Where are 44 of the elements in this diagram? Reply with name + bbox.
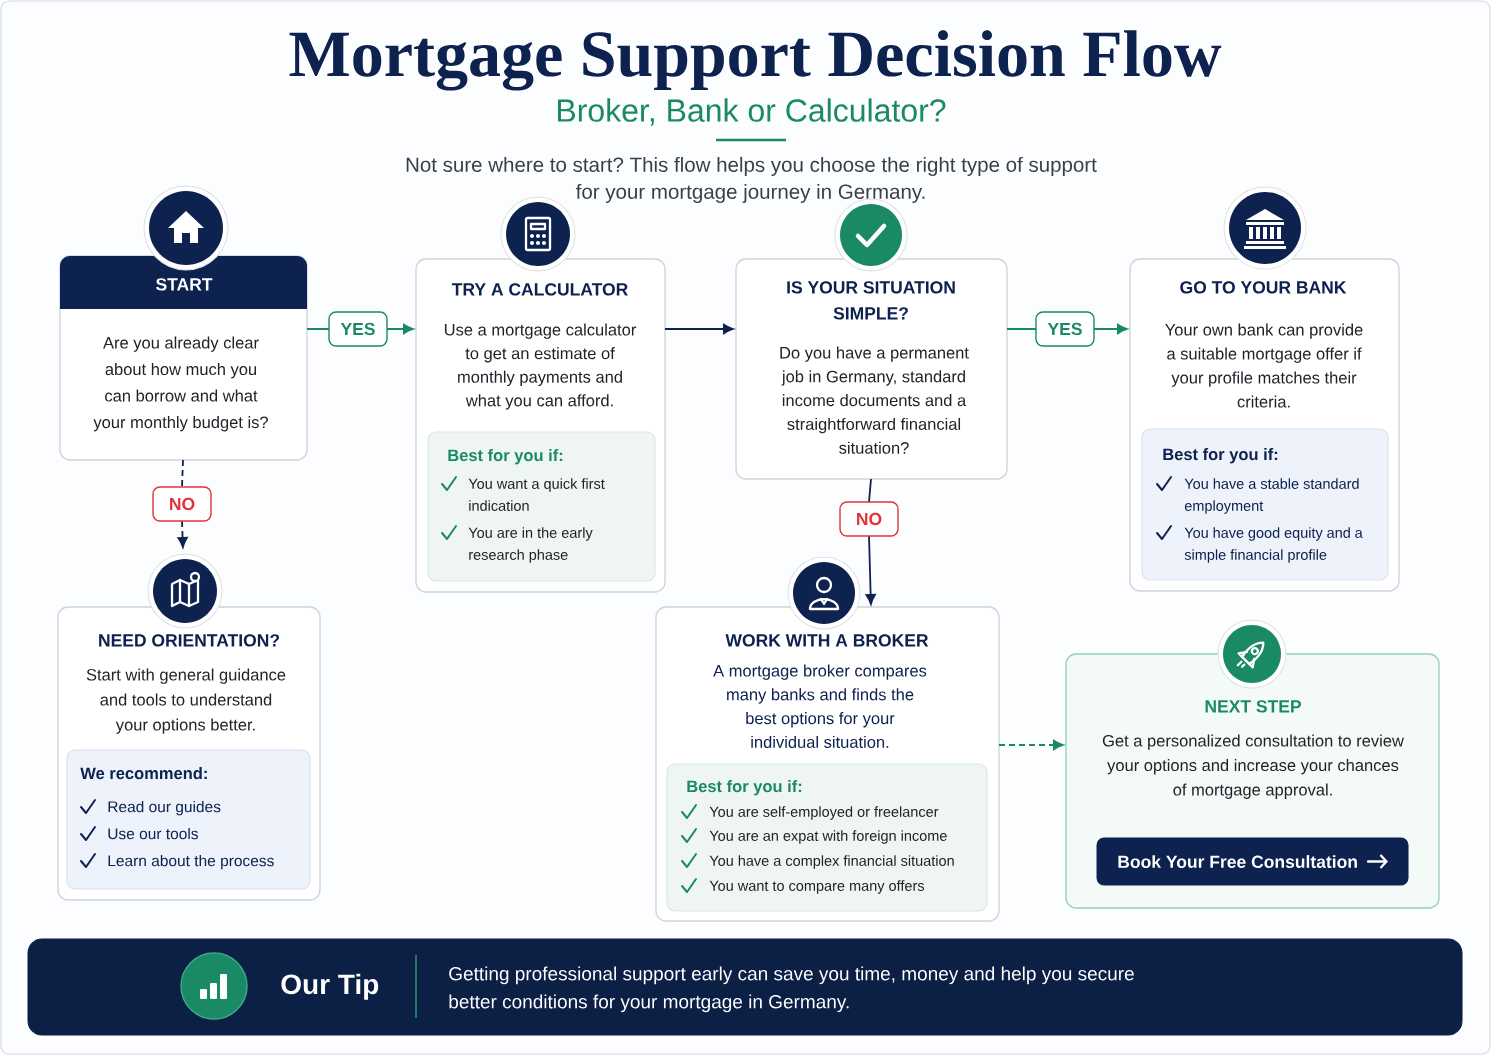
edge-label: YES bbox=[328, 311, 388, 347]
arrow bbox=[306, 323, 414, 335]
tip-heading: Our Tip bbox=[281, 973, 379, 1000]
intro-text: Not sure where to start? This flow helps you choose the right type of support for your mortgage journey in Germany. bbox=[406, 156, 1097, 204]
step-text: Do you have a permanent job in Germany, standard income documents and a straightforward financial situation? bbox=[780, 346, 969, 454]
list-item: Use our tools bbox=[108, 827, 198, 840]
tip-text: Getting professional support early can save you time, money and help you secure better conditions for your mortgage in Germany. bbox=[449, 966, 1134, 1013]
list-item: You want to compare many offers bbox=[709, 880, 925, 894]
list-item: You are an expat with foreign income bbox=[709, 830, 947, 844]
edge-label: NO bbox=[152, 486, 212, 522]
arrow bbox=[865, 478, 876, 605]
button: Book Your Free Consultation bbox=[1096, 837, 1409, 886]
step-text: Get a personalized consultation to review your options and increase your chances of mortgage approval. bbox=[1102, 734, 1404, 799]
step-title: IS YOUR SITUATION SIMPLE? bbox=[787, 281, 955, 320]
arrow bbox=[998, 739, 1064, 751]
step-title: NEED ORIENTATION? bbox=[99, 634, 280, 647]
list-heading: Best for you if: bbox=[1163, 448, 1278, 464]
title: Mortgage Support Decision Flow bbox=[289, 30, 1222, 91]
list-heading: We recommend: bbox=[80, 767, 207, 780]
edge-label: YES bbox=[1035, 311, 1095, 347]
step-text: Use a mortgage calculator to get an estimate of monthly payments and what you can afford. bbox=[444, 323, 637, 410]
step-title: WORK WITH A BROKER bbox=[725, 634, 929, 647]
subtitle: Broker, Bank or Calculator? bbox=[558, 98, 946, 126]
list-item: You have good equity and a simple financial profile bbox=[1184, 527, 1363, 563]
list-item: You have a stable standard employment bbox=[1184, 478, 1359, 514]
step-text: A mortgage broker compares many banks and finds the best options for your individual situation. bbox=[713, 664, 927, 748]
arrow bbox=[1006, 323, 1128, 335]
step-text: Your own bank can provide a suitable mortgage offer if your profile matches their criteria. bbox=[1165, 323, 1363, 408]
list-item: You have a complex financial situation bbox=[709, 855, 954, 869]
step-title: NEXT STEP bbox=[1205, 700, 1301, 713]
list-heading: Best for you if: bbox=[448, 449, 563, 465]
step-text: Are you already clear about how much you can borrow and what your monthly budget is? bbox=[93, 336, 268, 432]
list-item: Read our guides bbox=[108, 800, 221, 816]
step-text: Start with general guidance and tools to understand your options better. bbox=[86, 668, 286, 734]
edge-label: NO bbox=[839, 501, 899, 537]
list-item: Learn about the process bbox=[108, 854, 274, 870]
arrow bbox=[664, 323, 734, 335]
list-item: You are in the early research phase bbox=[468, 527, 593, 563]
list-item: You want a quick first indication bbox=[468, 478, 605, 511]
list-item: You are self-employed or freelancer bbox=[709, 806, 939, 820]
step-title: GO TO YOUR BANK bbox=[1180, 281, 1347, 294]
arrow bbox=[177, 459, 188, 548]
step-title: TRY A CALCULATOR bbox=[451, 283, 628, 296]
list-heading: Best for you if: bbox=[687, 780, 802, 796]
